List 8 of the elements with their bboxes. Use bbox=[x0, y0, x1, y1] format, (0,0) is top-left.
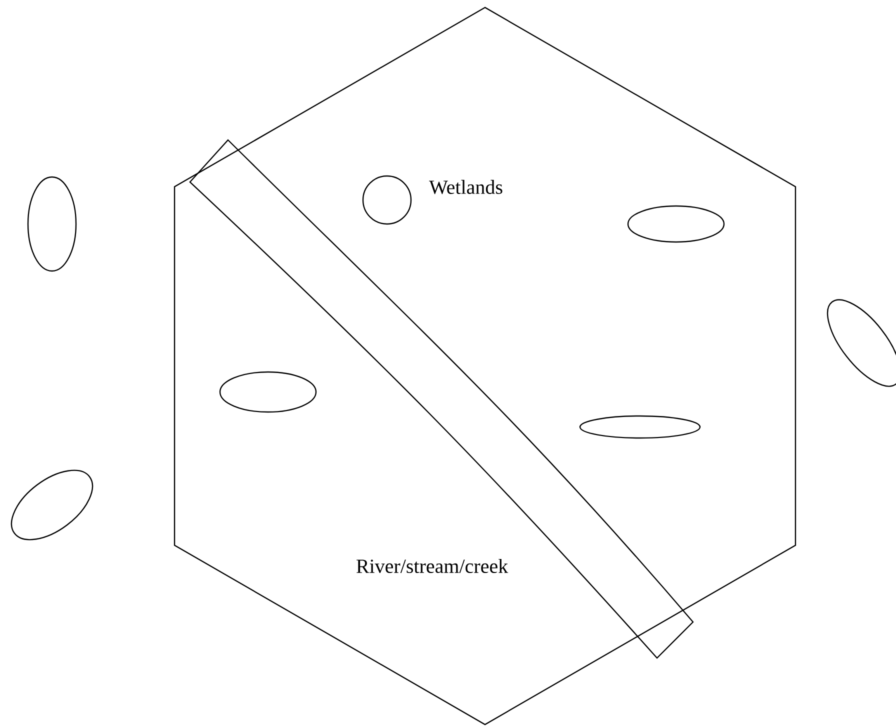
region-label: Wetlands bbox=[429, 180, 502, 194]
wetland-ellipse bbox=[627, 205, 725, 243]
region-label: River/stream/creek bbox=[354, 558, 510, 574]
wetland-ellipse bbox=[27, 176, 77, 272]
wetland-ellipse bbox=[579, 415, 701, 439]
wetland-circle bbox=[362, 175, 412, 225]
hexagon-region bbox=[174, 6, 796, 726]
wetland-ellipse bbox=[219, 371, 317, 413]
